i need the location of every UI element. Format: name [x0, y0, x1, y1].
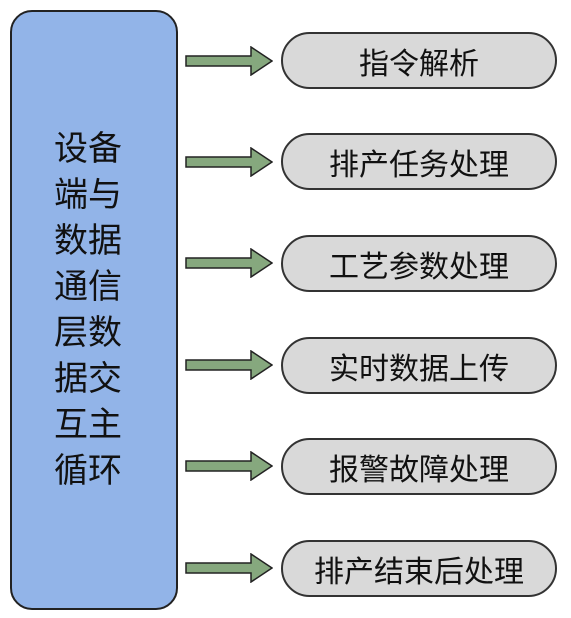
arrow-icon	[185, 46, 273, 76]
main-loop-label: 设备端与数据通信层数据交互主循环	[54, 129, 122, 491]
arrow-icon	[185, 248, 273, 278]
step-command-parse: 指令解析	[281, 32, 557, 89]
arrow-icon	[185, 350, 273, 380]
arrow-icon	[185, 553, 273, 583]
step-realtime-upload: 实时数据上传	[281, 337, 557, 394]
main-loop-block: 设备端与数据通信层数据交互主循环	[10, 10, 178, 610]
step-process-params: 工艺参数处理	[281, 235, 557, 292]
step-scheduling-task: 排产任务处理	[281, 133, 557, 190]
arrow-icon	[185, 147, 273, 177]
step-alarm-fault: 报警故障处理	[281, 438, 557, 495]
step-post-scheduling: 排产结束后处理	[281, 540, 557, 597]
arrow-icon	[185, 451, 273, 481]
